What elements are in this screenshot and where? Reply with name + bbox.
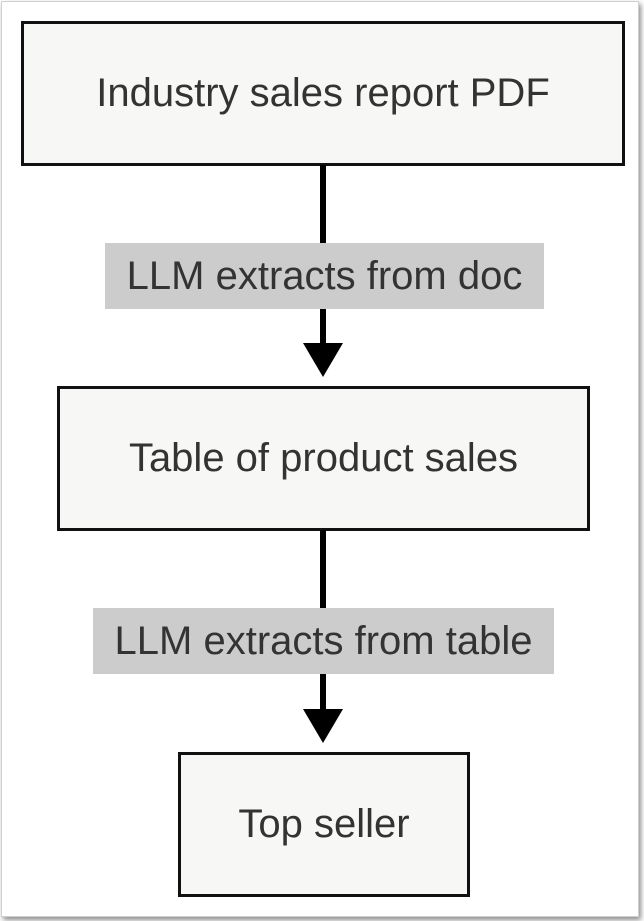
node-product-sales-table: Table of product sales	[57, 386, 590, 531]
edge-label-doc-extraction: LLM extracts from doc	[105, 243, 544, 309]
arrowhead-icon	[303, 343, 343, 377]
node-label: Top seller	[238, 802, 410, 846]
edge-label-table-extraction: LLM extracts from table	[93, 608, 554, 674]
node-top-seller: Top seller	[178, 752, 470, 897]
node-sales-report-pdf: Industry sales report PDF	[21, 21, 625, 166]
node-label: Table of product sales	[128, 436, 519, 480]
node-label: Industry sales report PDF	[96, 71, 550, 115]
arrowhead-icon	[303, 709, 343, 743]
